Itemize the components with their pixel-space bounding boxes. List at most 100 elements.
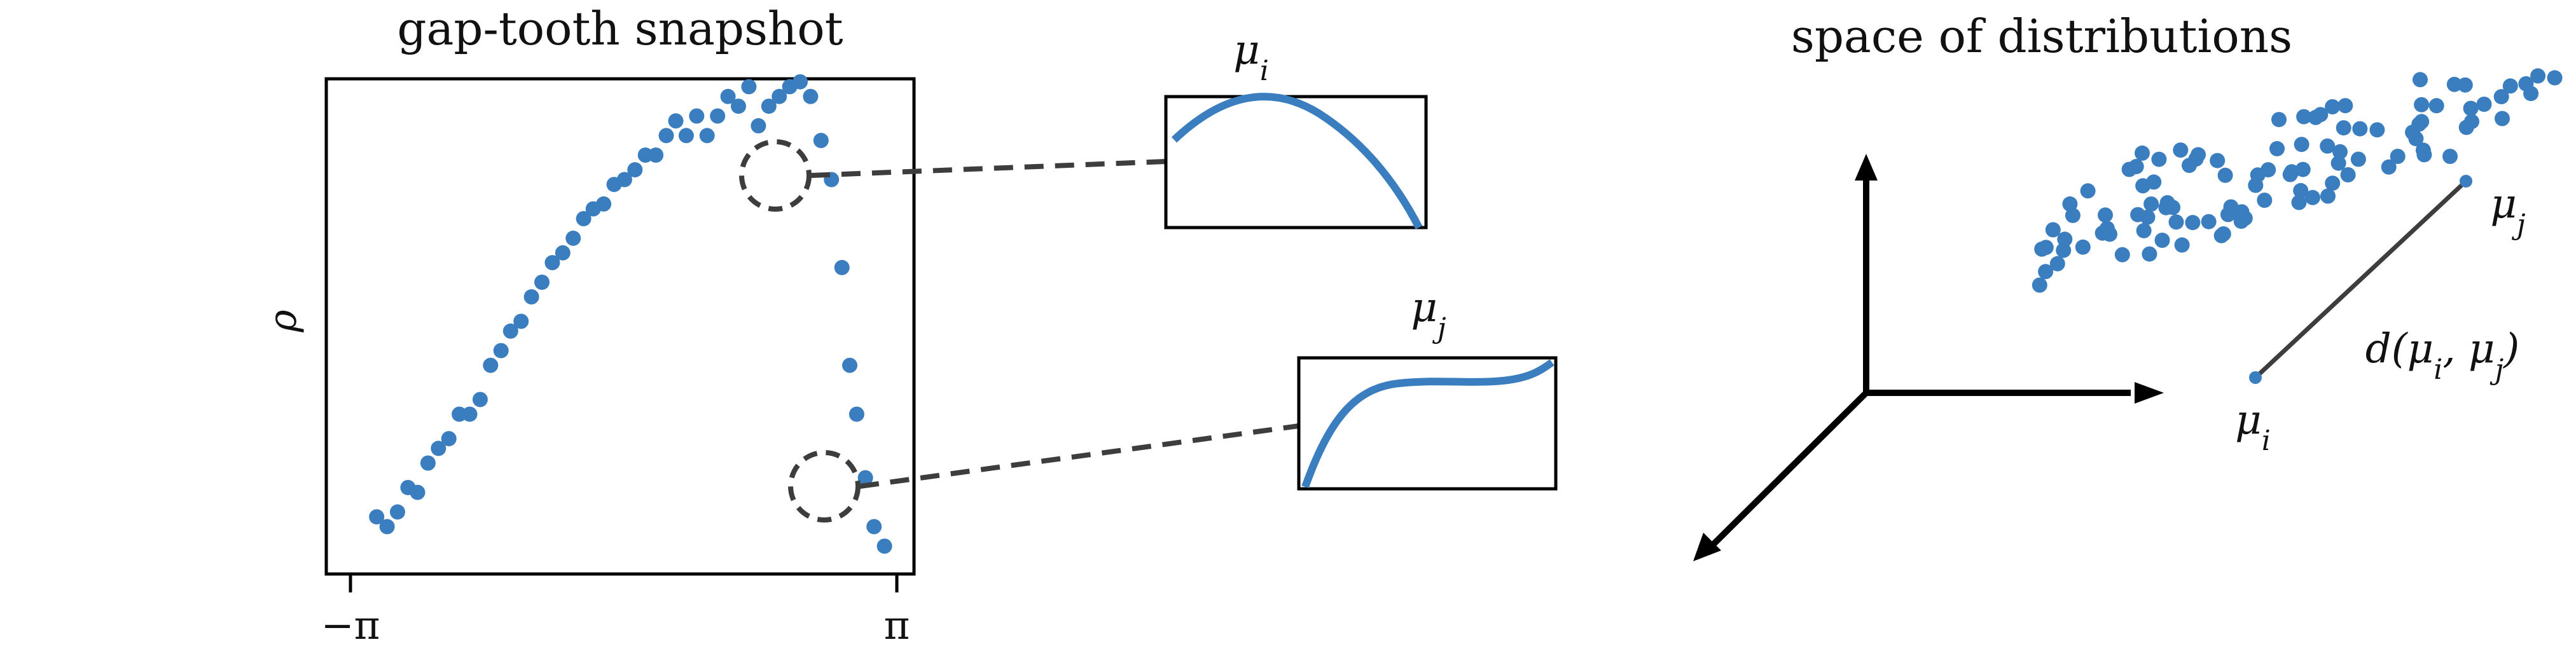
snapshot-point [576,211,592,226]
distribution-point [2337,98,2353,114]
snapshot-point [502,323,518,339]
distribution-point [2305,189,2320,205]
axis-diagonal [1708,390,1869,549]
distribution-point [2293,182,2309,198]
distribution-point [2056,242,2072,258]
snapshot-points [369,74,892,554]
distribution-point [2234,204,2250,220]
distribution-point [2291,195,2307,210]
distribution-point [2057,231,2073,247]
snapshot-point [876,538,892,554]
x-tick-label-neg-pi: −π [321,602,380,648]
distribution-point [2136,222,2152,238]
distribution-point [2325,99,2341,114]
inset-mu-i-curve [1171,93,1423,229]
axis-diagonal-arrowhead [1693,533,1721,561]
snapshot-point [793,74,808,90]
distribution-point [2446,76,2462,92]
distribution-point [2457,77,2473,93]
snapshot-point [842,357,857,373]
distribution-point [2271,112,2287,128]
distribution-point [2257,193,2273,208]
distribution-point [2330,155,2346,171]
distribution-point [2188,151,2204,167]
snapshot-point [410,484,426,500]
highlight-circle-i [739,139,812,212]
distribution-point [2340,167,2356,182]
distribution-point [2201,214,2217,229]
snapshot-point [627,162,643,178]
point-mu-j-label: μj [2490,181,2525,241]
snapshot-point [616,172,632,188]
distribution-point [2464,114,2479,130]
snapshot-point [555,245,571,261]
point-mu-j [2460,175,2472,188]
snapshot-point [420,455,436,471]
distribution-point [2142,246,2157,262]
distribution-point [2350,151,2366,167]
snapshot-point [689,108,705,124]
distribution-point [2114,247,2130,263]
distribution-point [2416,147,2432,163]
snapshot-point [452,406,467,422]
inset-mu-j-title: μj [1411,284,1446,345]
distribution-point [2284,164,2299,180]
distribution-point [2135,145,2150,161]
distance-label: d(μi, μj) [2365,325,2520,386]
snapshot-point [720,88,736,104]
distribution-point [2032,277,2047,293]
distribution-point [2442,149,2458,164]
distribution-point [2320,188,2336,204]
inset-mu-i-title: μi [1233,27,1269,87]
snapshot-point [848,406,864,422]
distribution-point [2165,200,2181,215]
snapshot-point [596,196,612,212]
distribution-point [2495,111,2510,126]
distribution-point [2296,109,2312,125]
snapshot-panel: gap-tooth snapshot ρ −π π [261,2,916,648]
distribution-point [2140,209,2156,225]
snapshot-point [866,519,882,535]
inset-mu-i-frame [1164,95,1428,229]
snapshot-point [658,128,674,144]
y-axis-label: ρ [261,310,305,332]
snapshot-point [534,275,550,290]
snapshot-point [513,313,529,329]
inset-mu-j: μj [1297,284,1558,491]
distribution-point [2518,76,2534,92]
distribution-point [2547,70,2563,86]
connector-j [859,423,1299,489]
distribution-point [2121,161,2137,177]
snapshot-point [857,470,873,486]
distribution-point [2414,97,2430,113]
distribution-point [2173,142,2189,158]
distance-line [2254,179,2468,379]
snapshot-point [803,88,819,104]
distribution-point [2530,68,2546,84]
snapshot-point [441,431,457,447]
distribution-point [2332,144,2348,160]
distribution-point [2250,167,2266,183]
snapshot-point [523,289,539,304]
distribution-point [2220,207,2236,222]
distribution-point [2102,226,2117,242]
distribution-point [2294,137,2309,153]
snapshot-point [544,255,560,271]
distribution-point [2045,222,2061,238]
distribution-point [2476,97,2492,112]
distribution-point [2075,239,2091,255]
distribution-space-panel: space of distributions μi μj d(μi, μj) [1693,10,2563,561]
distribution-point [2493,89,2509,105]
distribution-point [2168,214,2184,230]
distribution-point [2185,215,2201,231]
snapshot-point [813,133,829,148]
snapshot-point [379,519,395,535]
distribution-point [2413,72,2428,88]
inset-mu-i: μi [1164,27,1428,229]
distribution-space-title: space of distributions [1791,10,2292,63]
snapshot-point [483,357,499,373]
distribution-point [2325,175,2341,191]
distribution-point [2308,109,2323,125]
highlight-circle-j [788,450,861,523]
